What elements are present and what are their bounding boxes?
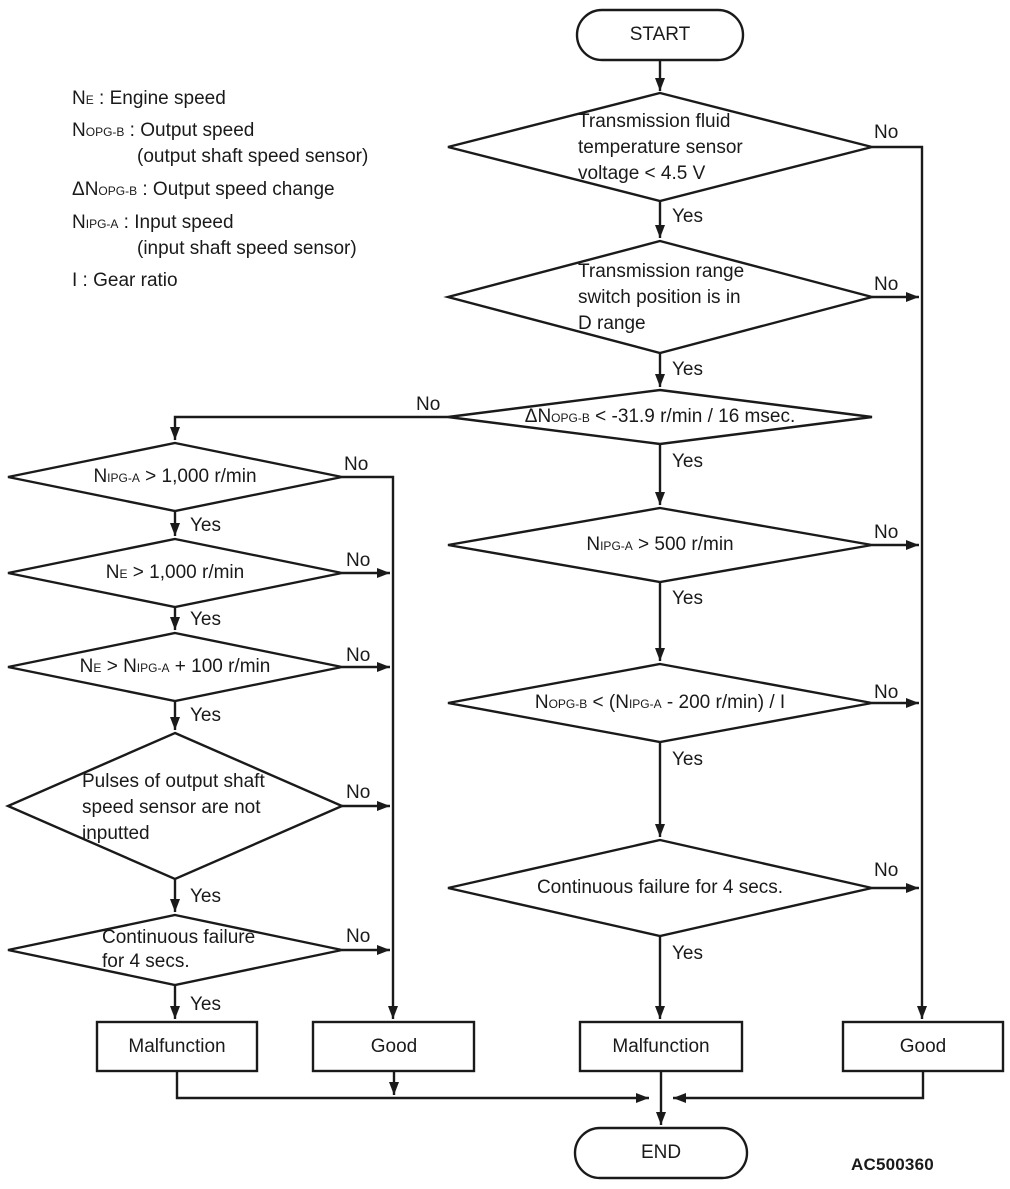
decision-engine-vs-input-label: NE > NIPG-A + 100 r/min [79,656,271,677]
decision-output-vs-input-label: NOPG-B < (NIPG-A - 200 r/min) / I [534,692,786,713]
decision-fluid-temp-label: Transmission fluid temperature sensor vo… [578,111,743,184]
good-right-box-label: Good [899,1036,947,1057]
decision-input-speed-500-shape [447,506,873,584]
decision-continuous-right-label: Continuous failure for 4 secs. [536,877,784,898]
good-left-box-shape [311,1020,476,1073]
decision-input-1000-shape [7,441,343,513]
end-terminal-label: END [640,1142,682,1163]
no-label-output-speed-change: No [416,394,441,415]
yes-label-input-speed-500: Yes [672,588,703,609]
connector-malfunction-left-to-merge [175,1071,649,1103]
decision-pulses-label: Pulses of output shaft speed sensor are … [82,771,265,844]
decision-continuous-right-shape [447,838,873,938]
yes-label-continuous-right: Yes [672,943,703,964]
legend-item-output-speed: NOPG-B : Output speed [72,120,255,141]
no-label-continuous-right: No [874,860,899,881]
legend-item-engine-speed: NE : Engine speed [72,88,226,109]
connector-input-1000-no-rail [342,475,398,1019]
malfunction-center-box-label: Malfunction [612,1036,710,1057]
start-terminal-label: START [629,24,691,45]
legend-item-output-speed-change: ΔNOPG-B : Output speed change [72,179,335,200]
malfunction-left-box-label: Malfunction [128,1036,226,1057]
yes-label-fluid-temp: Yes [672,206,703,227]
end-terminal-shape [573,1126,749,1180]
yes-label-input-1000: Yes [190,515,221,536]
decision-output-speed-change-label: ΔNOPG-B < -31.9 r/min / 16 msec. [524,406,796,427]
no-label-input-speed-500: No [874,522,899,543]
malfunction-left-box-shape [95,1020,259,1073]
legend-item-gear-ratio: I : Gear ratio [72,270,178,291]
yes-label-range-switch: Yes [672,359,703,380]
no-label-output-vs-input: No [874,682,899,703]
decision-continuous-left-shape [7,913,343,987]
yes-label-output-vs-input: Yes [672,749,703,770]
decision-engine-1000-label: NE > 1,000 r/min [105,562,245,583]
decision-range-switch-label: Transmission range switch position is in… [578,261,745,334]
decision-input-1000-label: NIPG-A > 1,000 r/min [93,466,257,487]
yes-label-pulses: Yes [190,886,221,907]
decision-range-switch-shape [443,239,877,355]
decision-pulses-shape [5,731,345,881]
decision-input-speed-500-label: NIPG-A > 500 r/min [586,534,734,555]
no-label-fluid-temp: No [874,122,899,143]
connector-good-right-to-merge [673,1071,925,1103]
malfunction-center-box-shape [578,1020,744,1073]
no-label-range-switch: No [874,274,899,295]
decision-output-speed-change-shape [447,388,873,446]
yes-label-output-speed-change: Yes [672,451,703,472]
figure-code: AC500360 [851,1155,934,1174]
connector-output-speed-change-no [170,415,448,440]
legend-item-input-speed: NIPG-A : Input speed [72,212,234,233]
decision-fluid-temp-shape [447,91,873,203]
legend-item-input-sensor-note: (input shaft speed sensor) [137,238,357,259]
good-right-box-shape [841,1020,1005,1073]
good-left-box-label: Good [370,1036,418,1057]
yes-label-continuous-left: Yes [190,994,221,1015]
no-label-engine-1000: No [346,550,371,571]
no-label-input-1000: No [344,454,369,475]
legend-item-output-sensor-note: (output shaft speed sensor) [137,146,369,167]
no-label-continuous-left: No [346,926,371,947]
decision-engine-vs-input-shape [7,631,343,703]
no-label-pulses: No [346,782,371,803]
decision-engine-1000-shape [7,537,343,609]
connector-fluid-temp-no-rail [872,145,927,1019]
decision-continuous-left-label: Continuous failure for 4 secs. [102,927,256,972]
no-label-engine-vs-input: No [346,645,371,666]
decision-output-vs-input-shape [447,662,873,744]
yes-label-engine-1000: Yes [190,609,221,630]
yes-label-engine-vs-input: Yes [190,705,221,726]
start-terminal-shape [575,8,745,62]
